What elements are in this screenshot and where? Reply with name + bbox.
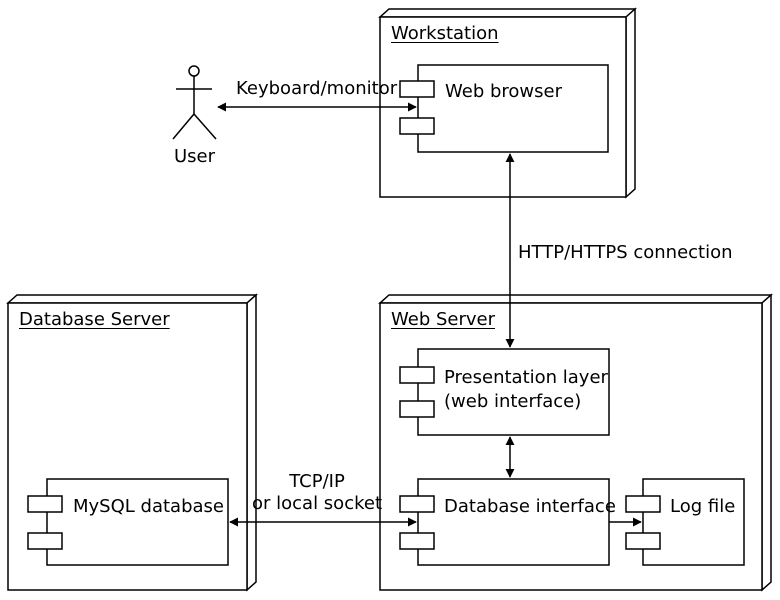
- user-actor-icon: [172, 65, 217, 140]
- workstation-title: Workstation: [391, 23, 499, 44]
- log-file-label: Log file: [670, 496, 736, 517]
- web-browser-component: [399, 64, 609, 153]
- presentation-layer-label-line1: Presentation layer: [444, 367, 608, 388]
- http-connection-label: HTTP/HTTPS connection: [518, 242, 733, 263]
- mysql-database-label: MySQL database: [73, 496, 224, 517]
- tcp-ip-label-line1: TCP/IP: [289, 471, 345, 492]
- user-label: User: [174, 146, 216, 167]
- presentation-layer-component: [399, 348, 610, 436]
- database-interface-label: Database interface: [444, 496, 616, 517]
- database-server-title: Database Server: [19, 309, 170, 330]
- log-file-component: [625, 478, 745, 566]
- tcp-ip-label-line2: or local socket: [252, 493, 382, 514]
- mysql-database-component: [27, 478, 229, 566]
- web-browser-label: Web browser: [445, 81, 562, 102]
- database-interface-component: [399, 478, 610, 566]
- presentation-layer-label-line2: (web interface): [444, 391, 582, 412]
- web-server-title: Web Server: [391, 309, 495, 330]
- keyboard-monitor-label: Keyboard/monitor: [236, 78, 398, 99]
